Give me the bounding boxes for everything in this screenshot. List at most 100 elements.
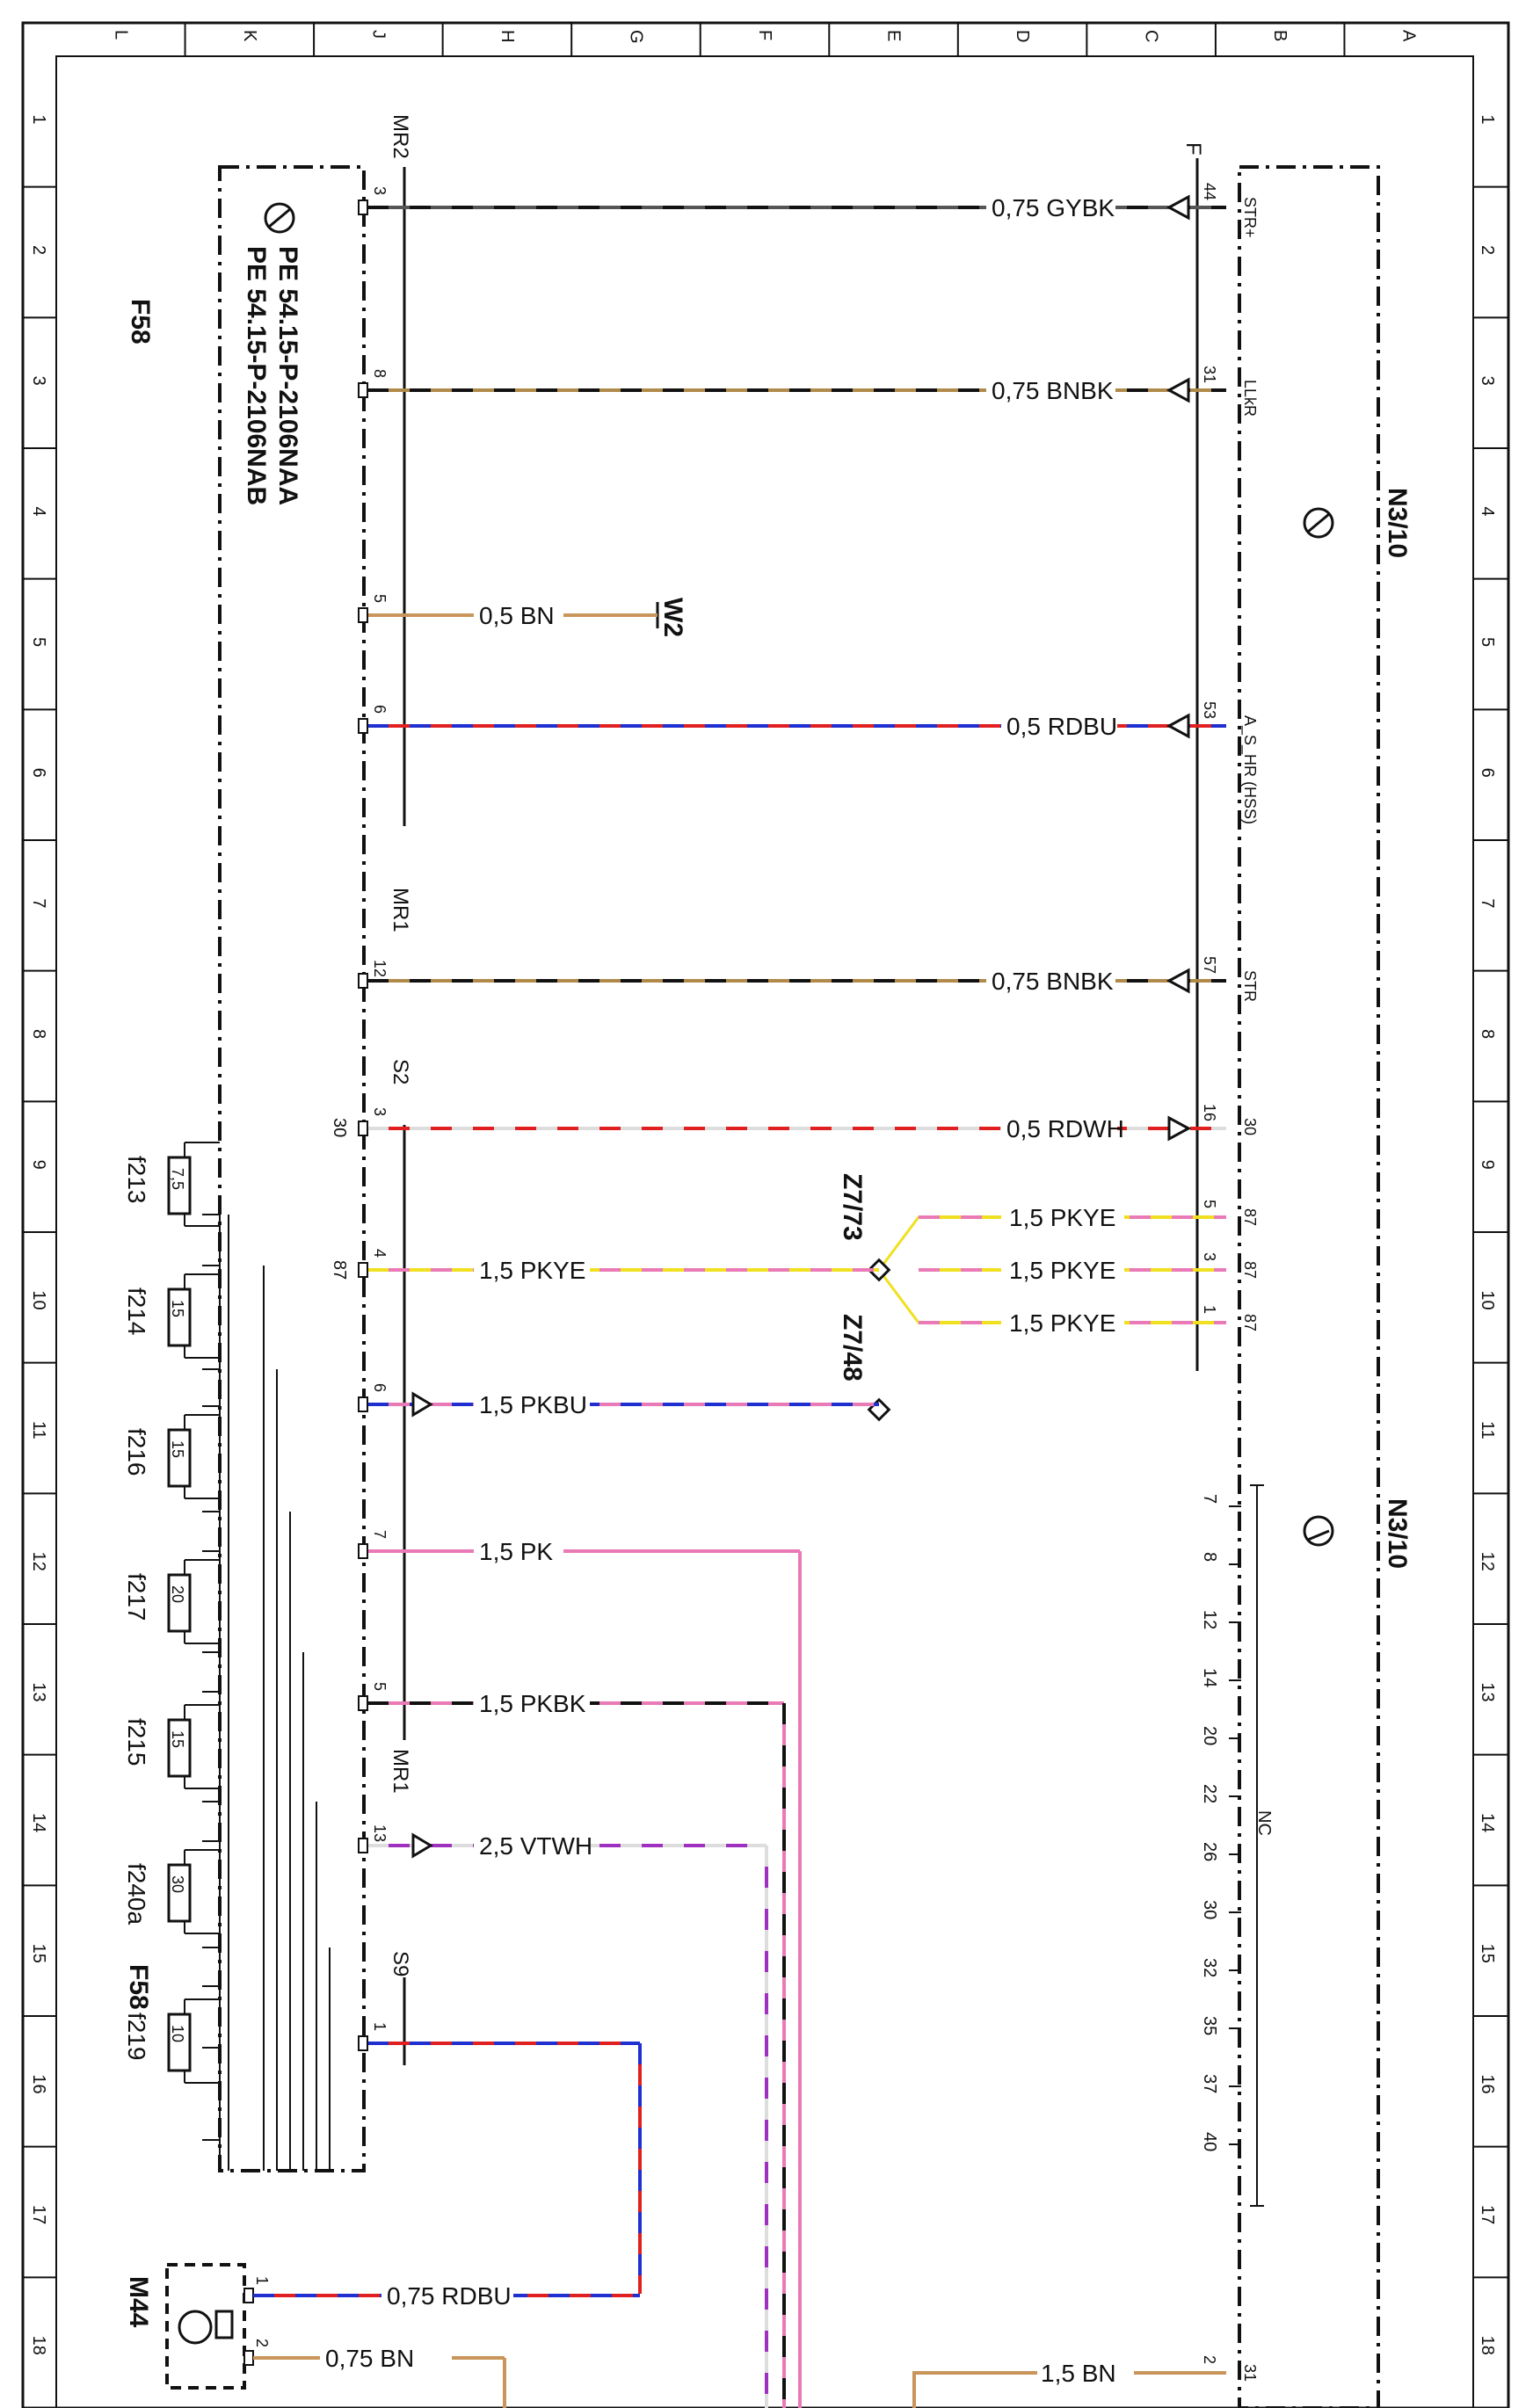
- left-pin: 13: [371, 1824, 389, 1842]
- nc-pin: 14: [1200, 1668, 1219, 1687]
- n310-label-mid: N3/10: [1383, 1498, 1412, 1569]
- connector-arrow: [411, 1391, 433, 1418]
- right-pin: 31: [1201, 366, 1218, 383]
- column-label: G: [626, 30, 645, 44]
- nc-pin: 22: [1200, 1784, 1219, 1803]
- row-label-right: 3: [1478, 376, 1497, 386]
- fuse-id: f240a: [123, 1863, 150, 1925]
- connector-f: F: [1181, 142, 1205, 156]
- column-label: F: [755, 30, 774, 40]
- row-label-left: 7: [29, 898, 48, 908]
- label-backdrop: [474, 1687, 590, 1717]
- left-pin: 1: [253, 2276, 271, 2285]
- pin-marker: [358, 1396, 368, 1412]
- pin-marker: [358, 973, 368, 989]
- row-label-right: 10: [1478, 1290, 1497, 1309]
- fuse-body: [167, 1573, 192, 1633]
- fuse-body: [167, 1718, 192, 1778]
- column-label: A: [1399, 30, 1419, 42]
- left-pin: 6: [371, 705, 389, 714]
- fuse-body: [167, 1863, 192, 1923]
- signal-name: 87: [1241, 1261, 1259, 1279]
- pin-marker: [358, 718, 368, 734]
- fuse-id: f213: [123, 1156, 150, 1204]
- fuse-body: [167, 2013, 192, 2072]
- connector-mr1-b: MR1: [389, 1749, 412, 1794]
- wire-label: 0,5 RDBU: [1006, 713, 1117, 740]
- row-label-right: 5: [1478, 637, 1497, 647]
- wire-label: 1,5 PKBK: [479, 1690, 586, 1717]
- row-label-left: 11: [29, 1421, 48, 1440]
- fuse-rating: 15: [169, 1440, 186, 1458]
- wire-label: 1,5 PK: [479, 1538, 553, 1565]
- column-label: E: [884, 30, 904, 41]
- label-backdrop: [986, 965, 1115, 995]
- fuse-rating: 15: [169, 1730, 186, 1748]
- ecu-symbol-icon: [264, 202, 1334, 1547]
- signal-name: A_S_HR (HSS): [1240, 715, 1259, 824]
- row-label-left: 5: [29, 637, 48, 647]
- signal-name: 31: [1241, 2364, 1259, 2382]
- row-label-left: 13: [29, 1682, 48, 1701]
- wire-label: 1,5 PKYE: [479, 1257, 585, 1284]
- label-backdrop: [986, 374, 1115, 404]
- wire-label: 2,5 VTWH: [479, 1832, 592, 1860]
- fuse-terminal-30: 30: [330, 1118, 349, 1137]
- wire-label: 1,5 PKBU: [479, 1391, 587, 1418]
- label-backdrop: [1037, 2359, 1134, 2389]
- label-backdrop: [1001, 1201, 1124, 1231]
- row-label-right: 11: [1478, 1421, 1497, 1440]
- right-pin: 53: [1201, 701, 1218, 719]
- row-label-left: 15: [29, 1944, 48, 1963]
- left-pin: 1: [371, 2022, 389, 2031]
- right-pin: 44: [1201, 183, 1218, 200]
- pin-marker: [358, 1838, 368, 1853]
- nc-pin: 30: [1200, 1900, 1219, 1919]
- label-backdrop: [1001, 1113, 1117, 1142]
- left-pin: 2: [253, 2339, 271, 2347]
- motor-icon: [178, 2310, 234, 2345]
- signal-name: 87: [1241, 1208, 1259, 1226]
- fuse-rating: 7,5: [169, 1168, 186, 1190]
- connector-s2: S2: [389, 1059, 412, 1084]
- label-backdrop: [381, 2280, 513, 2310]
- label-backdrop: [474, 1389, 590, 1418]
- row-label-right: 12: [1478, 1552, 1497, 1571]
- nc-pin: 37: [1200, 2074, 1219, 2093]
- label-backdrop: [986, 192, 1115, 221]
- wire-label: 0,75 RDBU: [387, 2282, 512, 2310]
- fuse-bus-lines: [202, 1214, 331, 2171]
- right-pin: 3: [1201, 1252, 1218, 1261]
- pe-label-b: PE 54.15-P-2106NAB: [242, 246, 271, 505]
- right-pin: 2: [1201, 2355, 1218, 2364]
- left-pin: 3: [371, 186, 389, 195]
- f58-label-mid: F58: [124, 1964, 153, 2010]
- row-label-left: 16: [29, 2074, 48, 2093]
- nc-pin: 8: [1200, 1552, 1219, 1562]
- pin-marker: [358, 1543, 368, 1559]
- signal-name: STR+: [1241, 197, 1259, 238]
- wire-label: 1,5 BN: [1041, 2360, 1116, 2387]
- left-pin: 12: [371, 960, 389, 977]
- fuse-layer: 7,5f21315f21415f21620f21715f21530f240a10…: [123, 1142, 220, 2084]
- label-backdrop: [474, 1535, 563, 1565]
- nc-pin: 12: [1200, 1610, 1219, 1629]
- fuse-rating: 15: [169, 1300, 186, 1317]
- column-label: L: [111, 30, 130, 40]
- connector-arrow: [1166, 377, 1190, 403]
- m44-label: M44: [124, 2276, 153, 2328]
- sheet-frame: [21, 21, 1510, 2408]
- wire-label: 0,5 BN: [479, 602, 555, 629]
- fuse-body: [167, 1428, 192, 1488]
- wire-label: 1,5 PKYE: [1009, 1309, 1115, 1337]
- left-pin: 6: [371, 1383, 389, 1392]
- wire-label: 0,75 BN: [325, 2345, 414, 2372]
- column-label: C: [1142, 30, 1161, 42]
- nc-pin: 7: [1200, 1494, 1219, 1504]
- nc-pin: 40: [1200, 2132, 1219, 2151]
- fuse-id: f219: [123, 2013, 150, 2061]
- row-label-left: 14: [29, 1813, 48, 1832]
